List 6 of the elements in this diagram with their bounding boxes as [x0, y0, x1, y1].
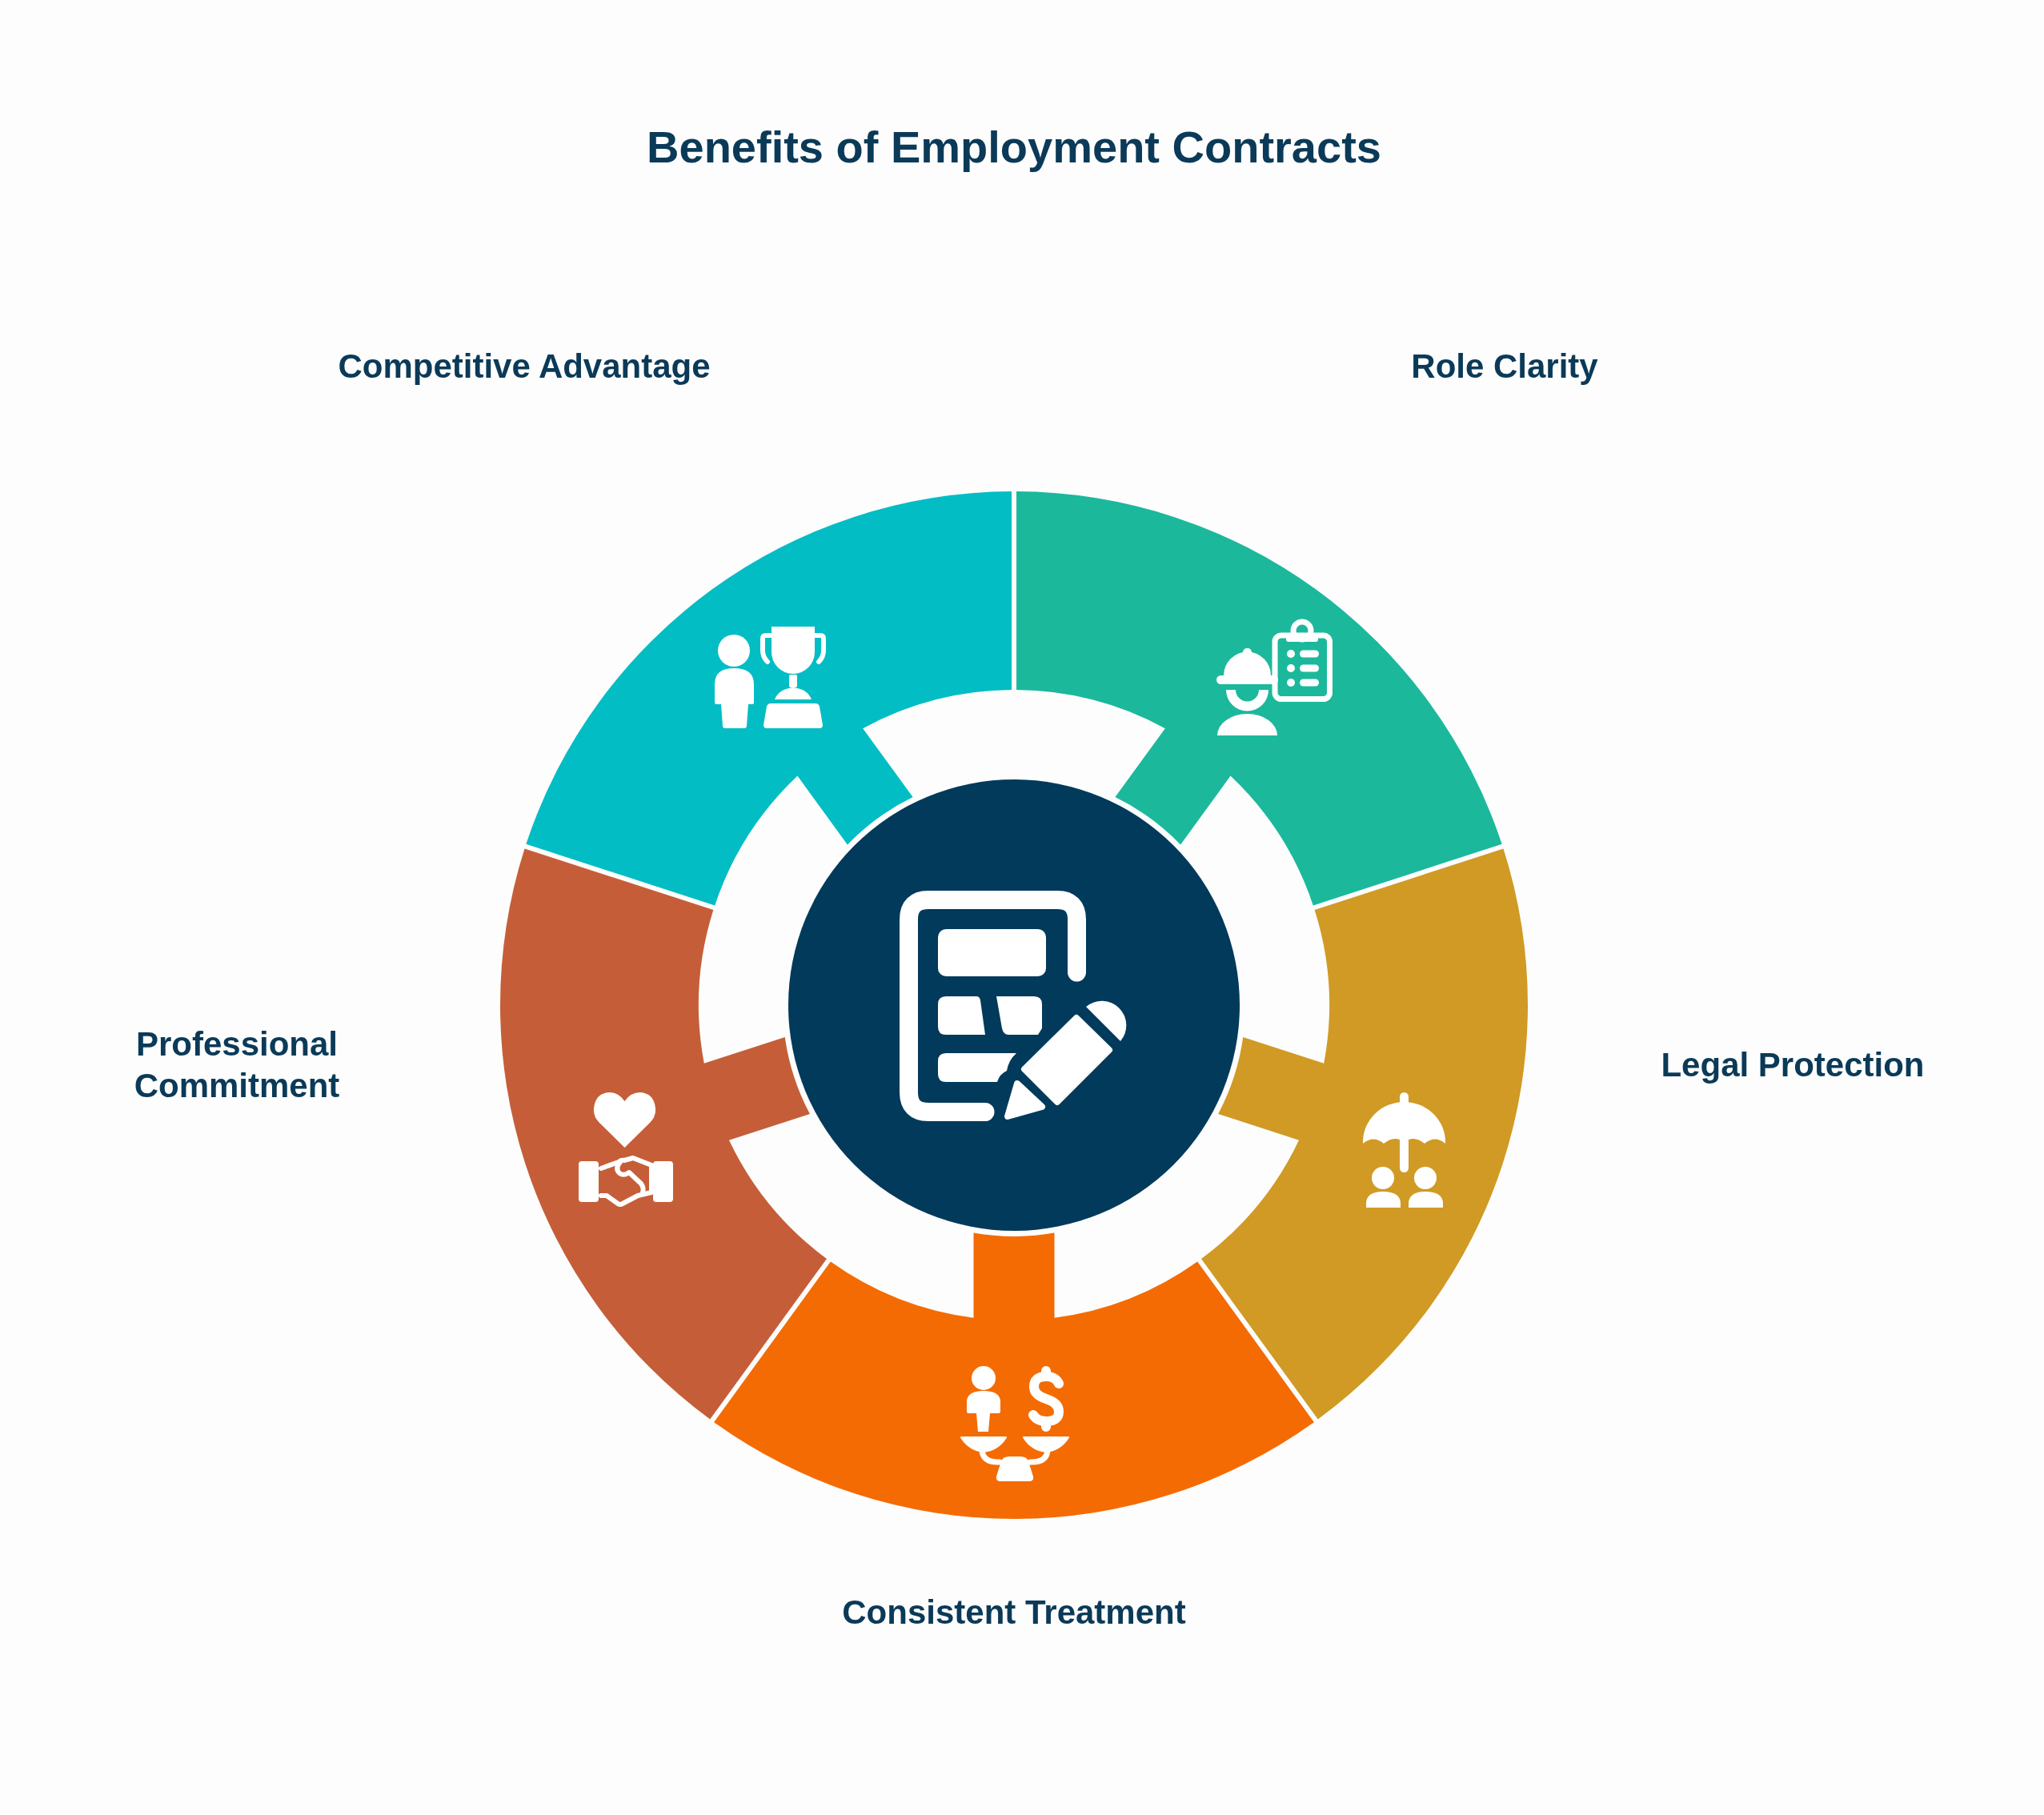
segment-label: Consistent Treatment: [842, 1593, 1186, 1633]
diagram-title: Benefits of Employment Contracts: [647, 121, 1381, 174]
segment-label: Competitive Advantage: [338, 347, 711, 387]
segment-label: Role Clarity: [1411, 347, 1598, 387]
segment-label: Legal Protection: [1661, 1045, 1925, 1085]
segment-label: Professional Commitment: [133, 1024, 341, 1106]
